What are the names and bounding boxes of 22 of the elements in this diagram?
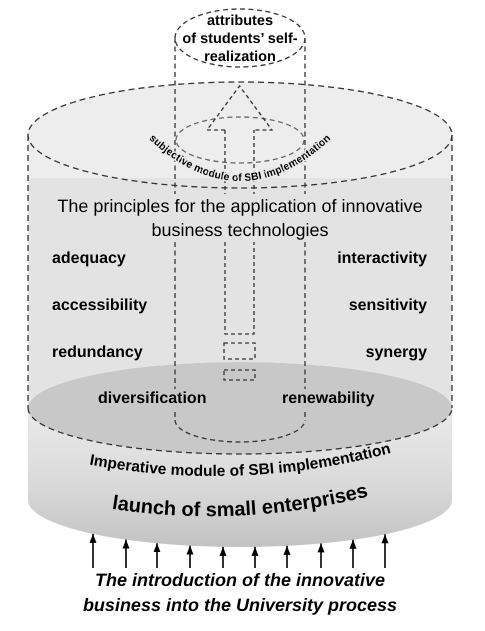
arrow <box>220 546 226 568</box>
arrow <box>350 540 356 568</box>
principle-label: accessibility <box>52 296 148 316</box>
arrow <box>252 546 258 568</box>
solid-cylinder <box>27 362 454 549</box>
principle-label: sensitivity <box>348 296 427 316</box>
principle-label: interactivity <box>337 249 427 269</box>
principle-label: redundancy <box>52 343 143 363</box>
arrow <box>284 546 290 568</box>
principle-label: renewability <box>282 389 374 409</box>
arrow <box>90 534 96 568</box>
arrow <box>122 540 130 568</box>
arrow <box>382 534 388 568</box>
arrow <box>318 543 324 568</box>
arrow <box>154 543 160 568</box>
curved-label: launch of small enterprises <box>110 480 370 522</box>
cylinder-label: attributes of students’ self-realization <box>181 12 299 66</box>
dashed-ellipse <box>173 8 307 69</box>
arrow <box>186 546 194 568</box>
principle-label: diversification <box>98 389 206 409</box>
caption-text: The introduction of the innovative business into the University process <box>70 568 410 618</box>
principle-label: adequacy <box>52 249 126 269</box>
